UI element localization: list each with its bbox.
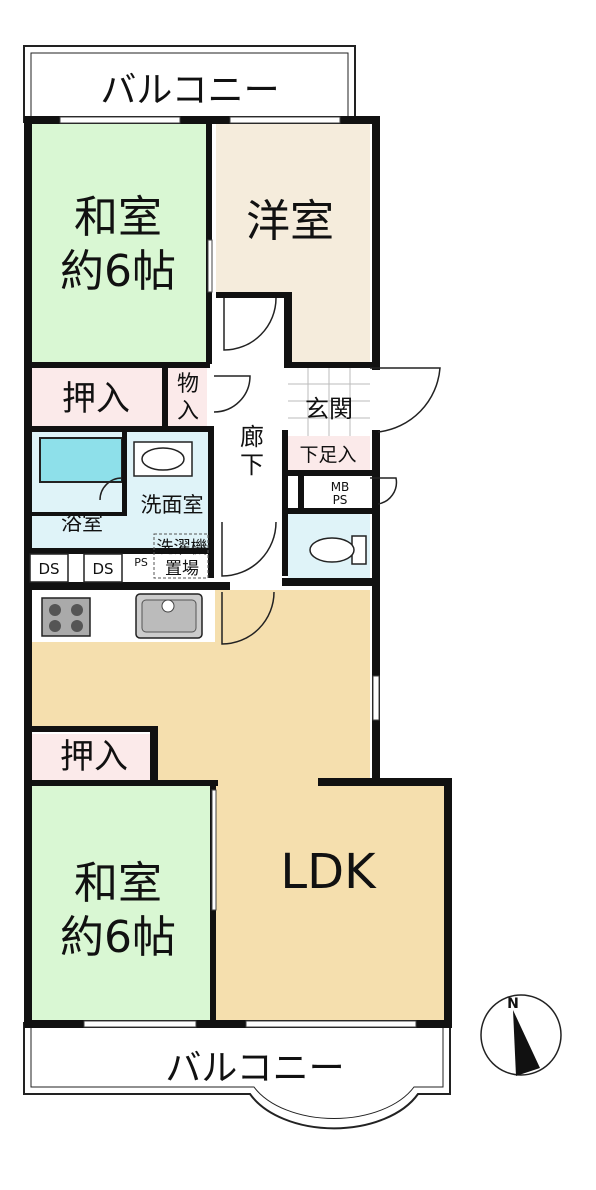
bathtub (39, 437, 123, 483)
oshiire-bottom-label: 押入 (60, 737, 128, 777)
washitsu-top-room (30, 122, 208, 362)
mbps-label-1: MB (331, 480, 350, 494)
ldk-room (30, 590, 446, 1022)
washitsu-top-size: 約6帖 (60, 246, 176, 297)
washer-space (153, 533, 209, 579)
yokushitsu-label: 浴室 (61, 511, 103, 535)
washitsu-bottom-name: 和室 (74, 858, 162, 909)
monoire-label-2: 入 (177, 399, 199, 424)
getabako-label: 下足入 (299, 444, 356, 466)
mbps-label-2: PS (333, 493, 348, 507)
compass-icon: N (480, 994, 562, 1076)
stove (41, 597, 91, 637)
sentakuki-label-2: 置場 (165, 559, 199, 579)
toilet (309, 535, 367, 565)
compass-label: N (507, 996, 519, 1012)
ds-right-label: DS (92, 560, 113, 578)
oshiire-bottom-area (30, 734, 156, 782)
washitsu-top-name: 和室 (74, 192, 162, 243)
ldk-label: LDK (280, 844, 377, 900)
monoire-area (167, 362, 207, 426)
ds-left-box (29, 553, 69, 583)
windows (59, 116, 417, 1028)
rouka-label-2: 下 (240, 451, 264, 479)
balcony-top (23, 45, 356, 123)
sentakuki-label-1: 洗濯機 (157, 538, 208, 558)
getabako-area (288, 436, 370, 470)
ps-small-label: PS (134, 556, 148, 569)
kitchen-sink (135, 593, 203, 639)
genkan-tile (288, 368, 370, 436)
balcony-top-label: バルコニー (100, 70, 279, 111)
senmenshitsu-label: 洗面室 (141, 493, 204, 517)
yoshitsu-label: 洋室 (246, 196, 334, 247)
sink-bath (133, 441, 193, 477)
washitsu-bottom-size: 約6帖 (60, 912, 176, 963)
genkan-label: 玄関 (305, 395, 353, 423)
balcony-bottom (23, 1022, 451, 1130)
ds-right-box (83, 553, 123, 583)
washitsu-bottom-room (30, 786, 212, 1022)
ds-left-label: DS (38, 560, 59, 578)
doors (99, 297, 441, 645)
rouka-label-1: 廊 (240, 423, 264, 451)
balcony-bottom-label: バルコニー (165, 1048, 344, 1089)
monoire-label-1: 物 (177, 372, 199, 397)
oshiire-top-label: 押入 (62, 379, 130, 419)
yoshitsu-room (216, 122, 370, 362)
oshiire-top-area (30, 368, 162, 426)
